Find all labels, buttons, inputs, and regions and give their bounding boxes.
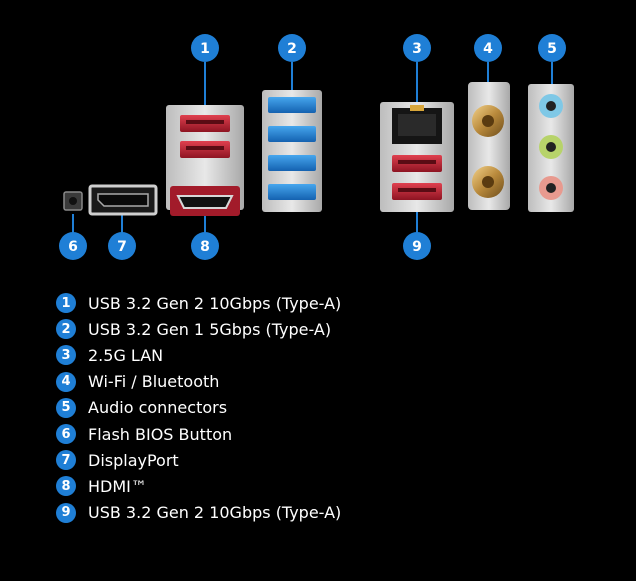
legend-label: HDMI™	[88, 476, 147, 496]
marker-1: 1	[191, 34, 219, 62]
marker-number: 6	[68, 239, 78, 255]
marker-circle	[278, 34, 306, 62]
legend-label: 2.5G LAN	[88, 345, 164, 365]
marker-circle	[403, 34, 431, 62]
legend-label: DisplayPort	[88, 450, 179, 470]
marker-circle	[538, 34, 566, 62]
usb-gen2-stack-1	[166, 105, 244, 210]
marker-circle	[59, 232, 87, 260]
marker-number: 2	[287, 41, 297, 57]
legend-badge: 5	[56, 397, 76, 418]
marker-7: 7	[108, 232, 136, 260]
legend-item: 9 USB 3.2 Gen 2 10Gbps (Type-A)	[56, 500, 341, 526]
legend-badge: 8	[56, 476, 76, 497]
flash-button-icon	[63, 191, 83, 211]
marker-9: 9	[403, 232, 431, 260]
legend-badge: 9	[56, 502, 76, 523]
legend-badge: 4	[56, 371, 76, 392]
legend-item: 5 Audio connectors	[56, 395, 341, 421]
legend-item: 1 USB 3.2 Gen 2 10Gbps (Type-A)	[56, 290, 341, 316]
marker-circle	[403, 232, 431, 260]
marker-circle	[474, 34, 502, 62]
rear-io-diagram: 1 2 3 4 5 6 7 8 9	[59, 34, 574, 260]
legend-item: 7 DisplayPort	[56, 447, 341, 473]
audio-jack-icon	[528, 84, 574, 212]
legend-label: USB 3.2 Gen 2 10Gbps (Type-A)	[88, 293, 342, 313]
legend-badge: 1	[56, 293, 76, 314]
legend-label: USB 3.2 Gen 1 5Gbps (Type-A)	[88, 319, 332, 339]
legend-label: USB 3.2 Gen 2 10Gbps (Type-A)	[88, 503, 342, 523]
marker-6: 6	[59, 232, 87, 260]
hdmi-port-icon	[170, 186, 240, 216]
marker-number: 7	[117, 239, 127, 255]
legend-item: 4 Wi-Fi / Bluetooth	[56, 369, 341, 395]
marker-number: 9	[412, 239, 422, 255]
antenna-connector-icon	[468, 82, 510, 210]
legend-item: 2 USB 3.2 Gen 1 5Gbps (Type-A)	[56, 316, 341, 342]
legend-label: Wi-Fi / Bluetooth	[88, 372, 220, 392]
displayport-icon	[88, 184, 158, 216]
marker-number: 5	[547, 41, 557, 57]
marker-4: 4	[474, 34, 502, 62]
marker-number: 4	[483, 41, 493, 57]
usb-gen1-stack	[262, 90, 322, 212]
legend-badge: 7	[56, 450, 76, 471]
legend-badge: 6	[56, 424, 76, 445]
marker-5: 5	[538, 34, 566, 62]
legend-label: Audio connectors	[88, 398, 228, 418]
usb-gen2-stack-2	[392, 155, 442, 200]
marker-2: 2	[278, 34, 306, 62]
legend-item: 8 HDMI™	[56, 473, 341, 499]
marker-8: 8	[191, 232, 219, 260]
legend-badge: 3	[56, 345, 76, 366]
marker-number: 8	[200, 239, 210, 255]
marker-circle	[191, 232, 219, 260]
marker-circle	[191, 34, 219, 62]
marker-3: 3	[403, 34, 431, 62]
legend-label: Flash BIOS Button	[88, 424, 233, 444]
legend-badge: 2	[56, 319, 76, 340]
marker-number: 1	[200, 41, 210, 57]
marker-circle	[108, 232, 136, 260]
legend-item: 3 2.5G LAN	[56, 342, 341, 368]
marker-number: 3	[412, 41, 422, 57]
legend-item: 6 Flash BIOS Button	[56, 421, 341, 447]
